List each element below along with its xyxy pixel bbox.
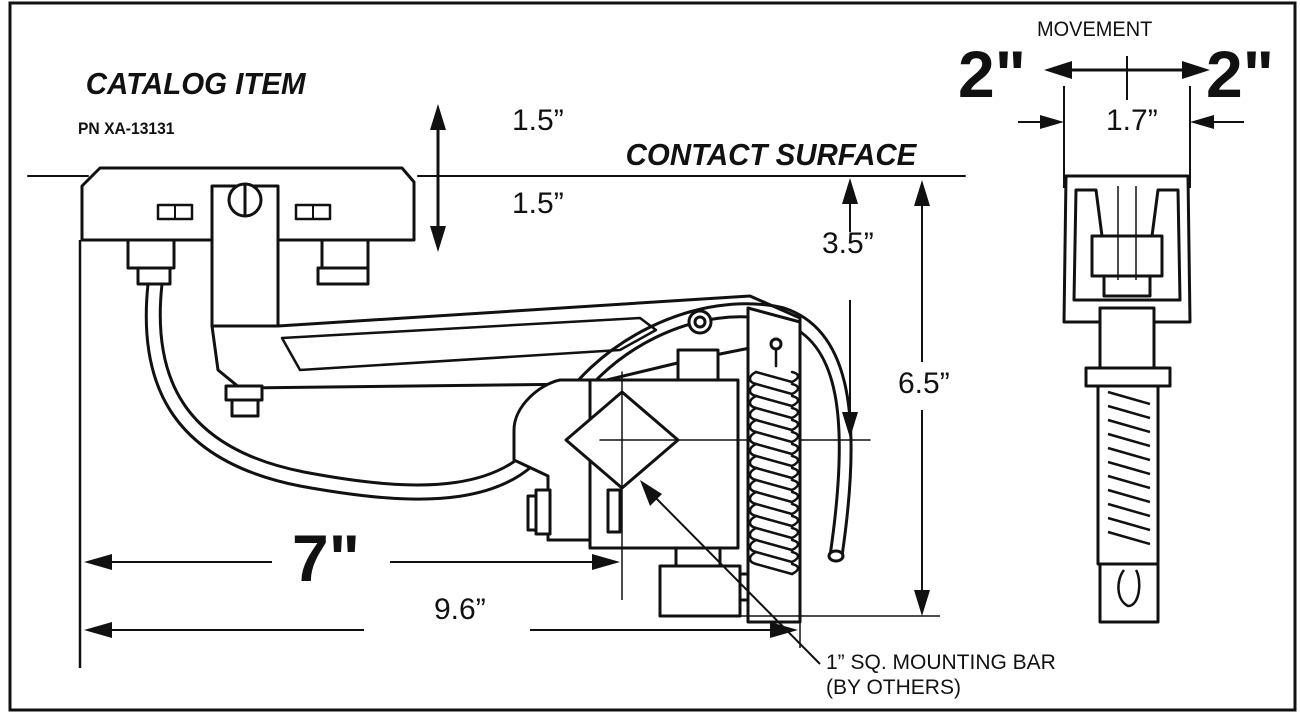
dim-overall-length-label: 9.6” xyxy=(434,593,486,626)
guide-bottom-block xyxy=(658,564,742,618)
guide-column xyxy=(676,348,720,382)
drawing-border xyxy=(8,1,1297,712)
mounting-bar-label: 1” SQ. MOUNTING BAR (BY OTHERS) xyxy=(826,650,1056,700)
dim-contact-to-bar-label: 3.5” xyxy=(822,227,874,260)
shoe-block-left xyxy=(126,238,176,270)
catalog-title: CATALOG ITEM xyxy=(85,66,306,101)
dim-width-label: 1.7” xyxy=(1106,104,1158,137)
contact-surface-label: CONTACT SURFACE xyxy=(625,137,917,172)
dim-vertical-up-label: 1.5” xyxy=(512,104,564,137)
part-number: PN XA-13131 xyxy=(78,119,175,138)
mounting-bar-leader xyxy=(645,487,821,665)
dim-to-bar-label: 7" xyxy=(292,521,360,595)
movement-left-label: 2" xyxy=(958,37,1026,111)
spring xyxy=(748,366,800,606)
mounting-bar-line-2: (BY OTHERS) xyxy=(826,676,961,699)
shoe-block-right xyxy=(320,238,370,270)
side-view-drawing xyxy=(27,166,966,624)
mounting-bar-line-1: 1” SQ. MOUNTING BAR xyxy=(826,651,1056,674)
dim-vertical-down-label: 1.5” xyxy=(512,187,564,220)
movement-right-label: 2" xyxy=(1206,37,1274,111)
movement-label: MOVEMENT xyxy=(1037,18,1153,41)
dim-overall-height-label: 6.5” xyxy=(898,367,950,400)
mounting-clamp xyxy=(512,378,592,542)
side-view-dimensions xyxy=(78,104,940,668)
end-view-drawing xyxy=(1018,56,1244,624)
